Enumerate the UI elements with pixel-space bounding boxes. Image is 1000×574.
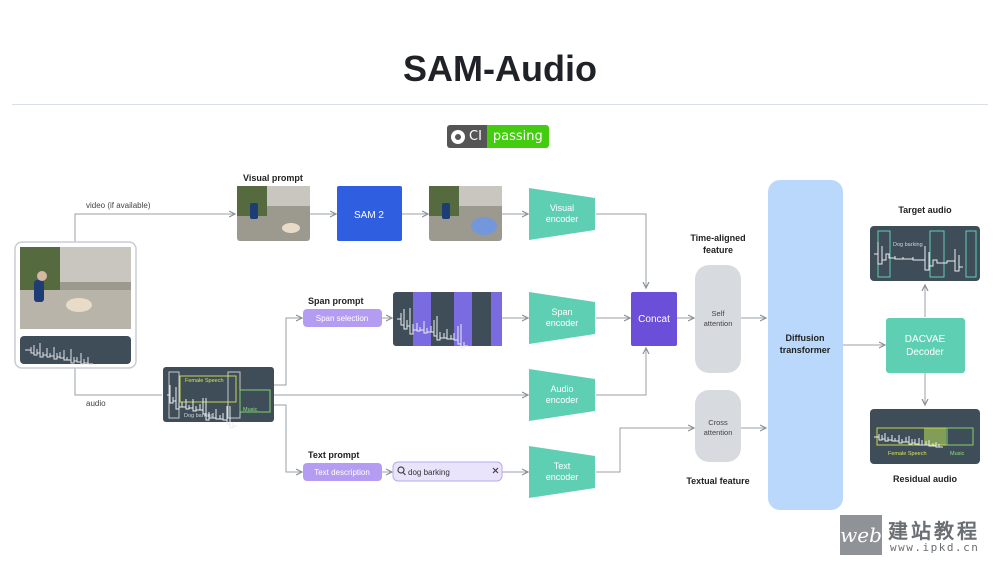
residual-female-speech-label: Female Speech: [888, 451, 927, 457]
cross-attention-label-2: attention: [704, 428, 733, 437]
video-edge-label: video (if available): [86, 201, 151, 210]
cross-attention-label-1: Cross: [708, 418, 728, 427]
search-query-field: [392, 461, 503, 482]
watermark-logo: web: [840, 515, 882, 555]
time-aligned-label-2: feature: [703, 245, 733, 255]
audio-edge-label: audio: [86, 399, 106, 408]
audio-encoder: [529, 369, 595, 421]
concat-box: [631, 292, 677, 346]
textual-feature-label: Textual feature: [686, 476, 749, 486]
span-prompt-label: Span prompt: [308, 296, 364, 306]
diffusion-label-2: transformer: [780, 345, 831, 355]
sam2-box: [337, 186, 402, 241]
time-aligned-label-1: Time-aligned: [690, 233, 745, 243]
span-selection-chip: [303, 309, 382, 327]
dacvae-label-2: Decoder: [906, 347, 944, 358]
visual-encoder-label-1: Visual: [550, 203, 574, 213]
text-encoder-label-1: Text: [554, 461, 571, 471]
page-title: SAM-Audio: [403, 48, 597, 89]
diffusion-transformer-block: [768, 180, 843, 510]
input-video-panel: [14, 241, 137, 369]
target-audio-panel: [870, 226, 980, 281]
ci-status-badge[interactable]: CI passing: [447, 125, 549, 148]
text-prompt-label: Text prompt: [308, 450, 359, 460]
search-icon: [397, 466, 406, 476]
dacvae-decoder-box: [886, 318, 965, 373]
badge-label: CI: [469, 129, 482, 144]
span-selection-label: Span selection: [316, 314, 368, 323]
audio-encoder-label-1: Audio: [550, 384, 573, 394]
self-attention-label-2: attention: [704, 319, 733, 328]
visual-encoder-label-2: encoder: [546, 214, 579, 224]
connector-lines: [74, 214, 925, 472]
span-encoder: [529, 292, 595, 344]
mix-dog-barking-label: Dog barking: [184, 413, 214, 419]
site-watermark: web 建站教程 www.ipkd.cn: [840, 515, 990, 559]
visual-prompt-frame: [237, 186, 310, 241]
residual-audio-panel: [870, 409, 980, 464]
residual-audio-label: Residual audio: [893, 474, 958, 484]
span-waveform-panel: [393, 292, 502, 349]
text-description-label: Text description: [314, 468, 370, 477]
mix-female-speech-label: Female Speech: [185, 378, 224, 384]
text-encoder-label-2: encoder: [546, 472, 579, 482]
span-encoder-label-1: Span: [551, 307, 572, 317]
residual-music-label: Music: [950, 451, 965, 457]
badge-status: passing: [486, 125, 549, 148]
self-attention-label-1: Self: [712, 309, 726, 318]
dacvae-label-1: DACVAE: [905, 334, 946, 345]
target-audio-label: Target audio: [898, 205, 952, 215]
text-description-chip: [303, 463, 382, 481]
span-encoder-label-2: encoder: [546, 318, 579, 328]
badge-label-part: CI: [447, 125, 487, 148]
mix-music-label: Music: [243, 407, 258, 413]
watermark-url: www.ipkd.cn: [890, 541, 980, 554]
title-divider: [12, 104, 988, 105]
github-icon: [451, 129, 465, 144]
concat-label: Concat: [638, 314, 670, 325]
text-encoder: [529, 446, 595, 498]
segmented-frame: [429, 186, 502, 241]
target-dog-barking-label: Dog barking: [893, 242, 923, 248]
visual-encoder: [529, 188, 595, 240]
search-query-text: dog barking: [408, 468, 450, 477]
visual-prompt-label: Visual prompt: [243, 173, 303, 183]
sam2-label: SAM 2: [354, 210, 384, 221]
mixture-waveform-panel: [163, 367, 274, 429]
close-icon: [492, 467, 499, 474]
watermark-site-name: 建站教程: [888, 519, 980, 543]
cross-attention-block: [695, 390, 741, 462]
self-attention-block: [695, 265, 741, 373]
audio-encoder-label-2: encoder: [546, 395, 579, 405]
diffusion-label-1: Diffusion: [786, 333, 825, 343]
